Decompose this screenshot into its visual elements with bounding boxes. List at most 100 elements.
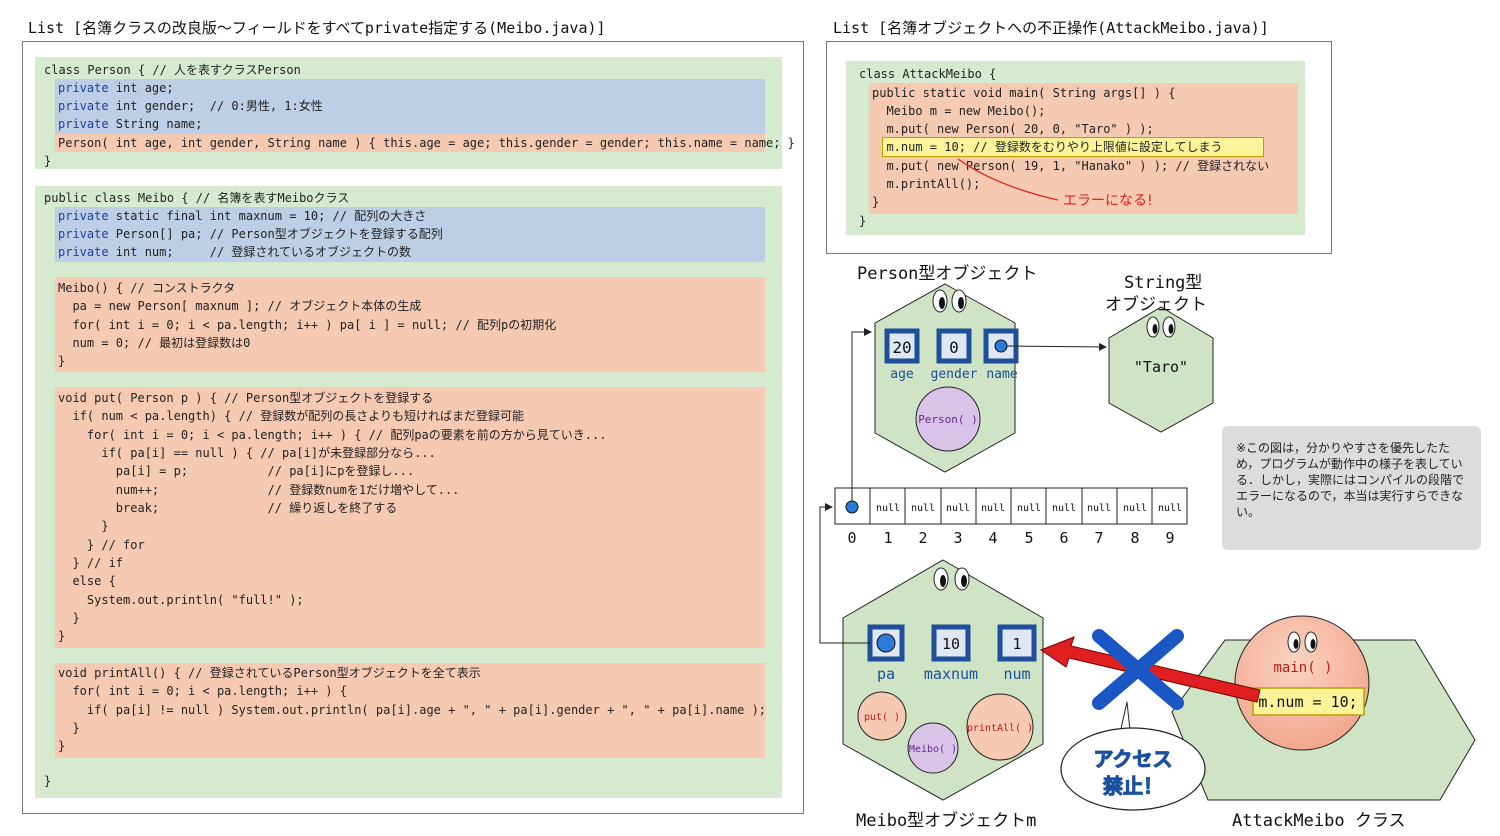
meibo-constructor-line: pa = new Person[ maxnum ]; // オブジェクト本体の生… [58,299,422,313]
printall-method-line: void printAll() { // 登録されているPerson型オブジェク… [58,666,481,680]
array-index: 7 [1094,529,1103,547]
put-method-line: } [58,629,66,643]
person-object-caption: Person型オブジェクト [857,264,1038,284]
person-field-age: private int age; [58,81,174,95]
person-gender-value: 0 [949,338,959,357]
meibo-constructor-line: num = 0; // 最初は登録数は0 [58,336,251,350]
attack-class-close: } [859,214,867,228]
person-constructor-method: Person( ) [918,413,978,426]
array-index: 6 [1059,529,1068,547]
array-cell: null [1052,503,1076,514]
meibo-field-pa: private Person[] pa; // Person型オブジェクトを登録… [58,227,443,241]
error-note: エラーになる! [1063,193,1153,209]
array-index: 4 [988,529,997,547]
meibo-object-caption: Meibo型オブジェクトm [856,811,1037,831]
attack-arrow [1039,636,1261,703]
meibo-constructor-bg [55,277,765,372]
meibo-constructor-method: Meibo( ) [909,744,957,755]
person-object [874,283,1019,473]
left-panel-title: List [名簿クラスの改良版〜フィールドをすべてprivate指定する(Mei… [28,19,606,37]
string-object-caption-1: String型 [1124,273,1203,293]
put-method-line: if( num < pa.length) { // 登録数が配列の長さよりも短け… [58,409,525,423]
meibo-num-value: 1 [1012,635,1021,653]
array-index: 3 [953,529,962,547]
array-index: 9 [1165,529,1174,547]
access-denied-text-1: アクセス [1094,747,1173,771]
meibo-constructor-line: Meibo() { // コンストラクタ [58,281,236,295]
attack-main-label: main( ) [1273,660,1332,676]
meibo-maxnum-value: 10 [942,635,960,653]
access-denied-bubble [1060,701,1206,811]
printall-method-line: if( pa[i] != null ) System.out.println( … [58,703,767,717]
put-method-line: for( int i = 0; i < pa.length; i++ ) { /… [58,428,607,442]
put-method-bg [55,387,765,648]
person-class-close: } [44,154,52,168]
put-method-line: } // if [58,556,124,570]
put-method-line: } // for [58,538,145,552]
pa-reference-arrow [819,503,870,644]
attack-main-line: Meibo m = new Meibo(); [872,104,1046,118]
access-denied-text-2: 禁止！ [1103,774,1163,798]
pa0-reference-arrow [851,328,872,501]
array-cell: null [911,503,935,514]
array-cell: null [1017,503,1041,514]
array-pa [834,487,1188,525]
array-cell: null [946,503,970,514]
attack-main-line: m.num = 10; // 登録数をむりやり上限値に設定してしまう [872,140,1223,154]
array-cell: null [1087,503,1111,514]
person-name-label: name [986,367,1017,382]
string-value: "Taro" [1134,358,1188,376]
string-object-caption-2: オブジェクト [1105,295,1207,315]
put-method-line: pa[i] = p; // pa[i]にpを登録し... [58,464,415,478]
printall-method-line: for( int i = 0; i < pa.length; i++ ) { [58,684,347,698]
right-panel-title: List [名簿オブジェクトへの不正操作(AttackMeibo.java)] [833,19,1269,37]
explanation-note: ※この図は，分かりやすさを優先したため，プログラムが動作中の様子を表している．し… [1222,426,1481,550]
array-index: 2 [918,529,927,547]
person-age-value: 20 [892,338,911,357]
put-method-line: } [58,611,80,625]
name-reference-arrow [1006,342,1107,351]
person-class-header: class Person { // 人を表すクラスPerson [44,63,301,77]
person-gender-label: gender [931,367,978,382]
put-method-line: break; // 繰り返しを終了する [58,501,398,515]
attack-statement: m.num = 10; [1258,693,1357,711]
meibo-put-method: put( ) [864,712,900,723]
meibo-maxnum-label: maxnum [924,665,978,683]
meibo-constructor-line: for( int i = 0; i < pa.length; i++ ) pa[… [58,318,557,332]
meibo-class-header: public class Meibo { // 名簿を表すMeiboクラス [44,191,350,205]
array-cell: null [1158,503,1182,514]
attack-class-header: class AttackMeibo { [859,67,997,81]
array-cell: null [1123,503,1147,514]
person-constructor: Person( int age, int gender, String name… [58,136,795,150]
person-field-name: private String name; [58,117,203,131]
array-index: 8 [1130,529,1139,547]
meibo-num-label: num [1003,665,1030,683]
attack-main-line: public static void main( String args[] )… [872,86,1176,100]
attack-class-caption: AttackMeibo クラス [1232,811,1406,831]
array-index: 5 [1024,529,1033,547]
put-method-line: System.out.println( "full!" ); [58,593,304,607]
person-age-label: age [890,367,914,382]
array-index: 0 [847,529,856,547]
error-pointer [957,158,1059,201]
string-object [1108,306,1214,433]
meibo-field-maxnum: private static final int maxnum = 10; //… [58,209,427,223]
meibo-printall-method: printAll( ) [967,723,1033,734]
meibo-pa-label: pa [877,665,895,683]
printall-method-line: } [58,739,66,753]
attack-main-line: } [872,195,880,209]
meibo-constructor-line: } [58,354,66,368]
person-fields-bg [55,79,765,134]
put-method-line: void put( Person p ) { // Person型オブジェクトを… [58,391,434,405]
meibo-object [842,559,1044,801]
access-denied-cross [1092,629,1184,710]
printall-method-bg [55,663,765,758]
attack-main-line: m.printAll(); [872,177,981,191]
array-index: 1 [883,529,892,547]
array-cell: null [981,503,1005,514]
person-constructor-bg [55,134,765,152]
put-method-line: if( pa[i] == null ) { // pa[i]が未登録部分なら..… [58,446,436,460]
attack-class-shape [1171,615,1476,801]
attack-main-line: m.put( new Person( 19, 1, "Hanako" ) ); … [872,159,1270,173]
